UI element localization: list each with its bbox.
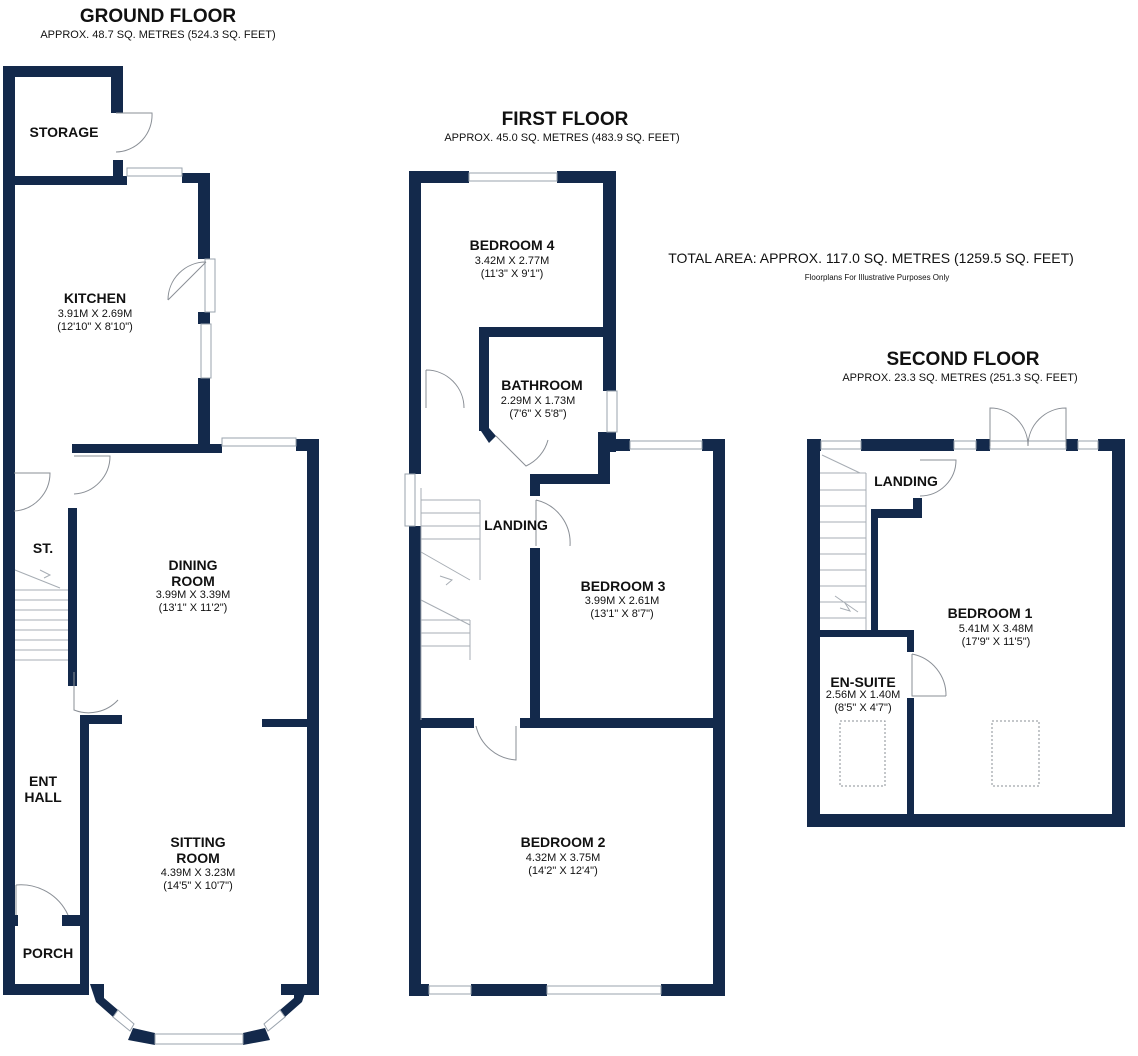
first-floor-title: FIRST FLOOR bbox=[502, 109, 629, 130]
bathroom-label: BATHROOM bbox=[501, 377, 582, 393]
bathroom-imperial: (7'6" X 5'8") bbox=[509, 408, 566, 420]
bedroom2-imperial: (14'2" X 12'4") bbox=[528, 865, 598, 877]
dining-imperial: (13'1" X 11'2") bbox=[159, 602, 228, 614]
bedroom1-skylight bbox=[991, 720, 1040, 787]
ensuite-skylight bbox=[839, 720, 886, 787]
dining-label-2: ROOM bbox=[171, 573, 215, 589]
bedroom4-imperial: (11'3" X 9'1") bbox=[481, 268, 544, 280]
ensuite-metric: 2.56M X 1.40M bbox=[826, 689, 901, 701]
bathroom-metric: 2.29M X 1.73M bbox=[501, 395, 576, 407]
first-landing-label: LANDING bbox=[484, 517, 548, 533]
second-floor-area: APPROX. 23.3 SQ. METRES (251.3 SQ. FEET) bbox=[842, 372, 1077, 384]
st-label: ST. bbox=[33, 540, 53, 556]
second-floor-labels: LANDING BEDROOM 1 5.41M X 3.48M (17'9" X… bbox=[826, 473, 1034, 714]
bedroom3-imperial: (13'1" X 8'7") bbox=[590, 608, 653, 620]
second-floor-title: SECOND FLOOR bbox=[886, 349, 1039, 370]
second-floor-walls bbox=[807, 439, 1125, 827]
first-floor-windows bbox=[404, 172, 703, 995]
disclaimer: Floorplans For Illustrative Purposes Onl… bbox=[805, 273, 950, 282]
ent-hall-label: ENT bbox=[29, 773, 57, 789]
bedroom3-metric: 3.99M X 2.61M bbox=[585, 595, 660, 607]
ground-floor-fixtures bbox=[13, 112, 207, 916]
first-floor-fixtures bbox=[420, 369, 571, 761]
sitting-label: SITTING bbox=[170, 834, 225, 850]
ent-hall-label-2: HALL bbox=[24, 789, 62, 805]
ground-floor-windows bbox=[112, 167, 297, 1045]
storage-label: STORAGE bbox=[30, 124, 99, 140]
total-area: TOTAL AREA: APPROX. 117.0 SQ. METRES (12… bbox=[668, 250, 1074, 266]
ground-floor-title: GROUND FLOOR bbox=[80, 6, 236, 27]
sitting-imperial: (14'5" X 10'7") bbox=[163, 880, 233, 892]
ensuite-label: EN-SUITE bbox=[830, 674, 895, 690]
kitchen-metric: 3.91M X 2.69M bbox=[58, 308, 133, 320]
first-floor-labels: BEDROOM 4 3.42M X 2.77M (11'3" X 9'1") B… bbox=[470, 237, 666, 877]
second-landing-label: LANDING bbox=[874, 473, 938, 489]
bedroom4-metric: 3.42M X 2.77M bbox=[475, 255, 550, 267]
bedroom1-label: BEDROOM 1 bbox=[948, 605, 1033, 621]
bedroom2-metric: 4.32M X 3.75M bbox=[526, 852, 601, 864]
ground-floor-walls bbox=[3, 66, 319, 1045]
bedroom4-label: BEDROOM 4 bbox=[470, 237, 555, 253]
first-floor-walls bbox=[409, 171, 725, 996]
kitchen-imperial: (12'10" X 8'10") bbox=[57, 321, 133, 333]
first-floor-area: APPROX. 45.0 SQ. METRES (483.9 SQ. FEET) bbox=[444, 132, 679, 144]
kitchen-label: KITCHEN bbox=[64, 290, 126, 306]
ground-floor-labels: STORAGE KITCHEN 3.91M X 2.69M (12'10" X … bbox=[23, 124, 236, 961]
porch-label: PORCH bbox=[23, 945, 74, 961]
dining-label: DINING bbox=[169, 557, 218, 573]
bedroom2-label: BEDROOM 2 bbox=[521, 834, 606, 850]
sitting-label-2: ROOM bbox=[176, 850, 220, 866]
ground-floor-area: APPROX. 48.7 SQ. METRES (524.3 SQ. FEET) bbox=[40, 29, 275, 41]
bedroom1-imperial: (17'9" X 11'5") bbox=[962, 636, 1031, 648]
bedroom1-metric: 5.41M X 3.48M bbox=[959, 623, 1034, 635]
second-floor-fixtures bbox=[820, 407, 1067, 787]
dining-metric: 3.99M X 3.39M bbox=[156, 589, 231, 601]
bedroom3-label: BEDROOM 3 bbox=[581, 578, 666, 594]
sitting-metric: 4.39M X 3.23M bbox=[161, 867, 236, 879]
ensuite-imperial: (8'5" X 4'7") bbox=[834, 702, 891, 714]
